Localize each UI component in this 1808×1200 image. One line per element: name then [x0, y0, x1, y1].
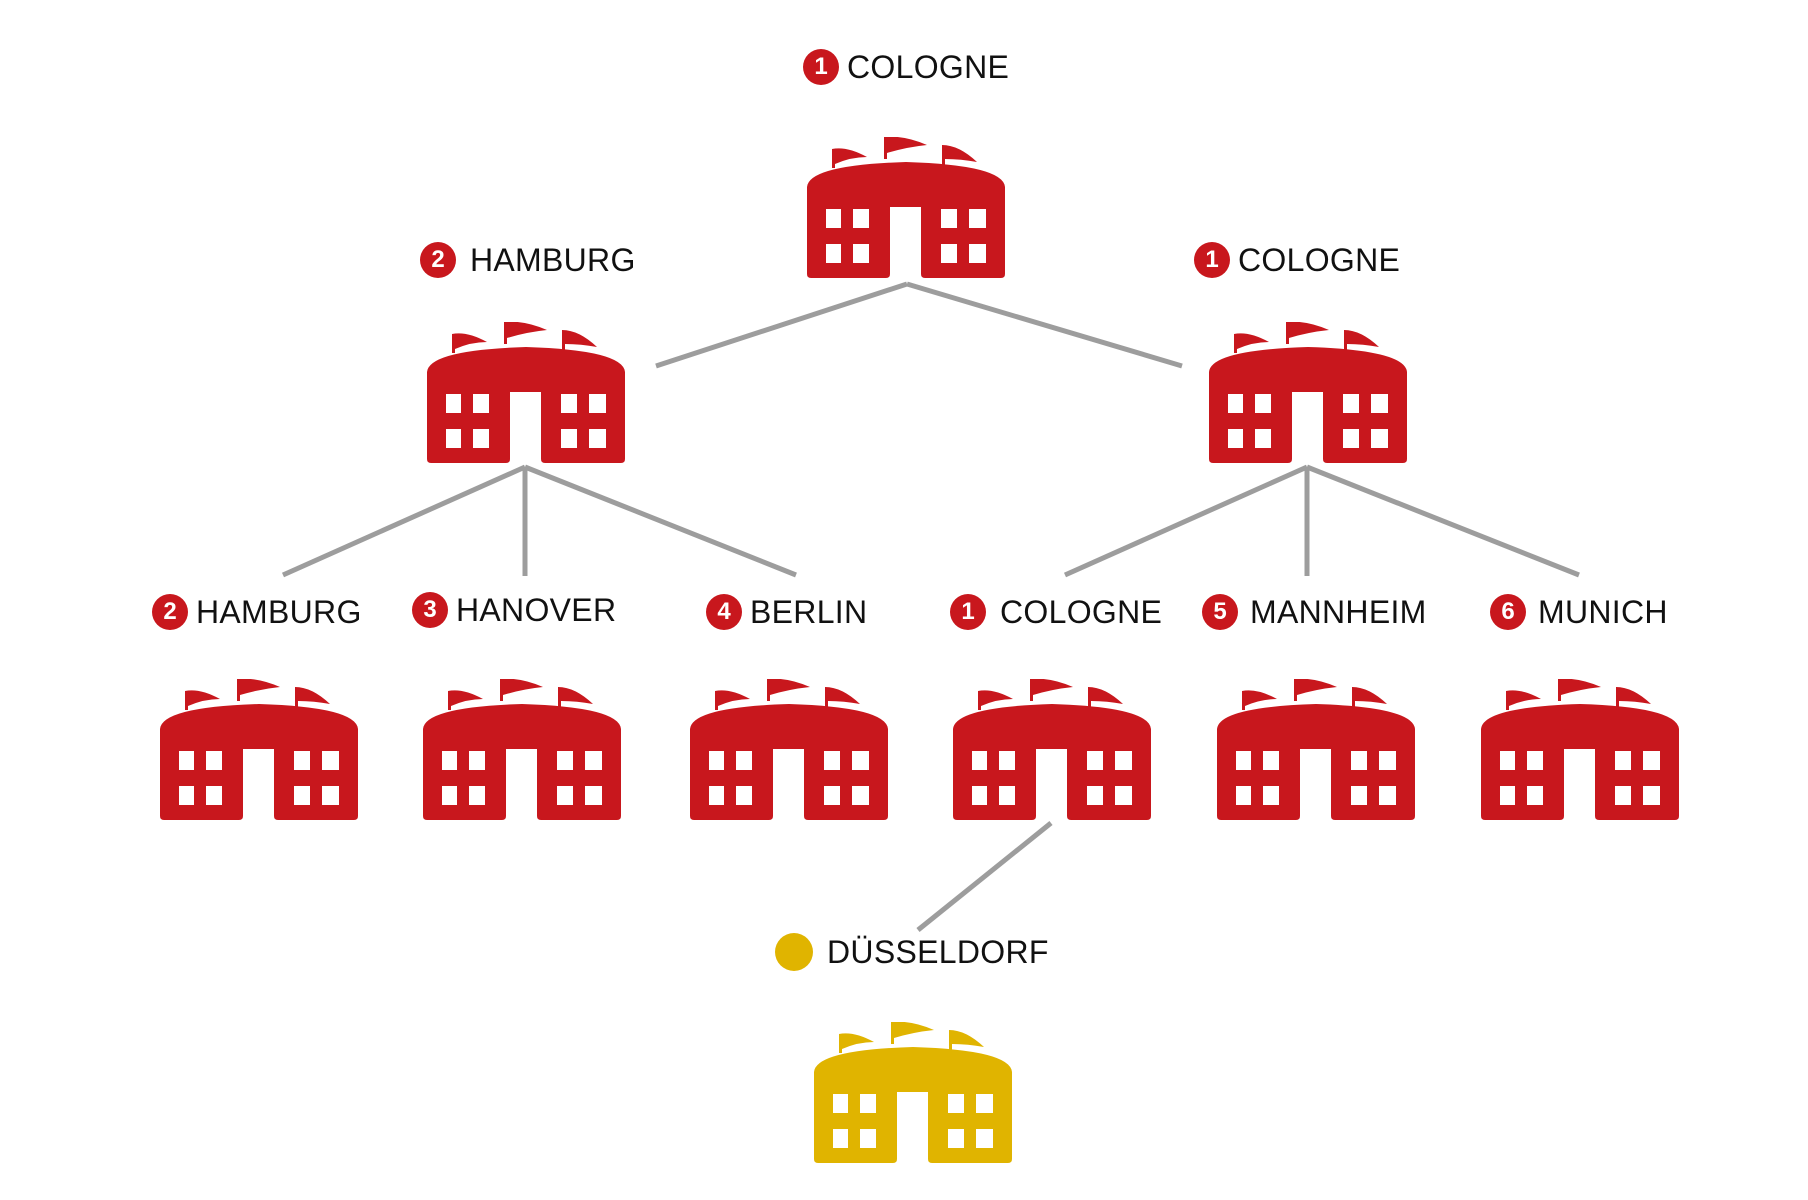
node-label-l3: 6 MUNICH — [1490, 592, 1668, 632]
rank-badge: 2 — [152, 594, 188, 630]
connector-line — [524, 464, 797, 578]
node-label-l3: 5 MANNHEIM — [1202, 592, 1427, 632]
rank-badge: 6 — [1490, 594, 1526, 630]
city-name: COLOGNE — [1000, 593, 1163, 630]
rank-badge: 1 — [803, 49, 839, 85]
city-name: COLOGNE — [847, 48, 1010, 85]
city-name: HAMBURG — [196, 593, 362, 630]
stadium-icon — [807, 137, 1007, 281]
city-name: BERLIN — [750, 593, 868, 630]
highlight-dot — [775, 933, 813, 971]
node-label-extra: DÜSSELDORF — [775, 932, 1049, 972]
stadium-icon — [1209, 322, 1409, 466]
node-label-l3: 1 COLOGNE — [950, 592, 1162, 632]
connector-line — [916, 821, 1053, 932]
rank-badge: 3 — [412, 592, 448, 628]
rank-badge: 1 — [1194, 242, 1230, 278]
stadium-icon — [160, 679, 360, 823]
connector-line — [1063, 464, 1309, 578]
node-label-root: 1 COLOGNE — [803, 47, 1009, 87]
stadium-icon — [1217, 679, 1417, 823]
stadium-icon — [423, 679, 623, 823]
city-name: DÜSSELDORF — [827, 933, 1049, 970]
rank-badge: 2 — [420, 242, 456, 278]
rank-badge: 1 — [950, 594, 986, 630]
stadium-icon — [1481, 679, 1681, 823]
rank-badge: 5 — [1202, 594, 1238, 630]
node-label-l2-right: 1 COLOGNE — [1194, 240, 1400, 280]
node-label-l3: 3 HANOVER — [412, 590, 616, 630]
stadium-icon — [690, 679, 890, 823]
stadium-icon — [427, 322, 627, 466]
node-label-l3: 2 HAMBURG — [152, 592, 362, 632]
city-name: MUNICH — [1538, 593, 1668, 630]
stadium-icon-highlight — [814, 1022, 1014, 1166]
city-name: COLOGNE — [1238, 241, 1401, 278]
city-name: HANOVER — [456, 591, 617, 628]
connector-line — [655, 281, 908, 369]
connector-line — [281, 464, 527, 578]
city-name: MANNHEIM — [1250, 593, 1427, 630]
connector-line — [906, 281, 1183, 369]
node-label-l3: 4 BERLIN — [706, 592, 867, 632]
city-name: HAMBURG — [470, 241, 636, 278]
connector-line — [1306, 464, 1580, 578]
node-label-l2-left: 2 HAMBURG — [420, 240, 636, 280]
rank-badge: 4 — [706, 594, 742, 630]
stadium-icon — [953, 679, 1153, 823]
